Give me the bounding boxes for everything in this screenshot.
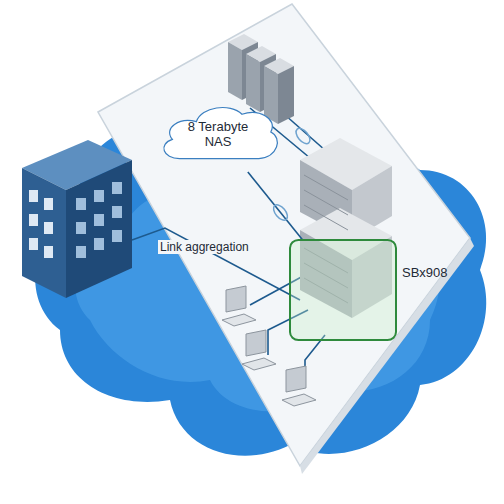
outline-shape [290,240,396,340]
aggregation-ring [271,202,290,222]
building-icon [22,140,132,298]
device-label: SBx908 [402,266,448,281]
storage-label: 8 Terabyte NAS [178,120,258,150]
switch-outline: SBx908 [290,240,396,340]
network-link [248,172,303,240]
aggregation-ring [293,126,312,146]
floor-panel [98,4,470,466]
storage-cloud: 8 Terabyte NAS [158,98,278,172]
link-label: Link aggregation [158,240,251,254]
